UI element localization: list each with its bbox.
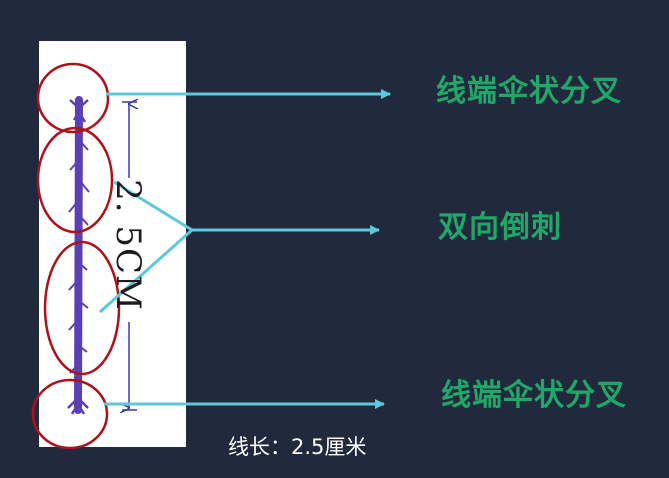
label-barbs: 双向倒刺	[438, 210, 562, 245]
pointer-line-lower	[99, 228, 193, 314]
label-top-end: 线端伞状分叉	[436, 74, 622, 109]
length-measurement-text: 2. 5CM	[108, 179, 148, 311]
circle-lower-barbs	[43, 240, 121, 376]
barbed-suture-thread	[67, 96, 90, 415]
circle-upper-barbs	[36, 126, 114, 234]
length-caption: 线长：2.5厘米	[228, 435, 367, 459]
circle-top-end	[36, 62, 110, 134]
label-bottom-end: 线端伞状分叉	[441, 378, 627, 413]
circle-bottom-end	[31, 378, 109, 450]
length-dimension	[122, 102, 137, 410]
pointer-line-upper	[113, 180, 193, 232]
